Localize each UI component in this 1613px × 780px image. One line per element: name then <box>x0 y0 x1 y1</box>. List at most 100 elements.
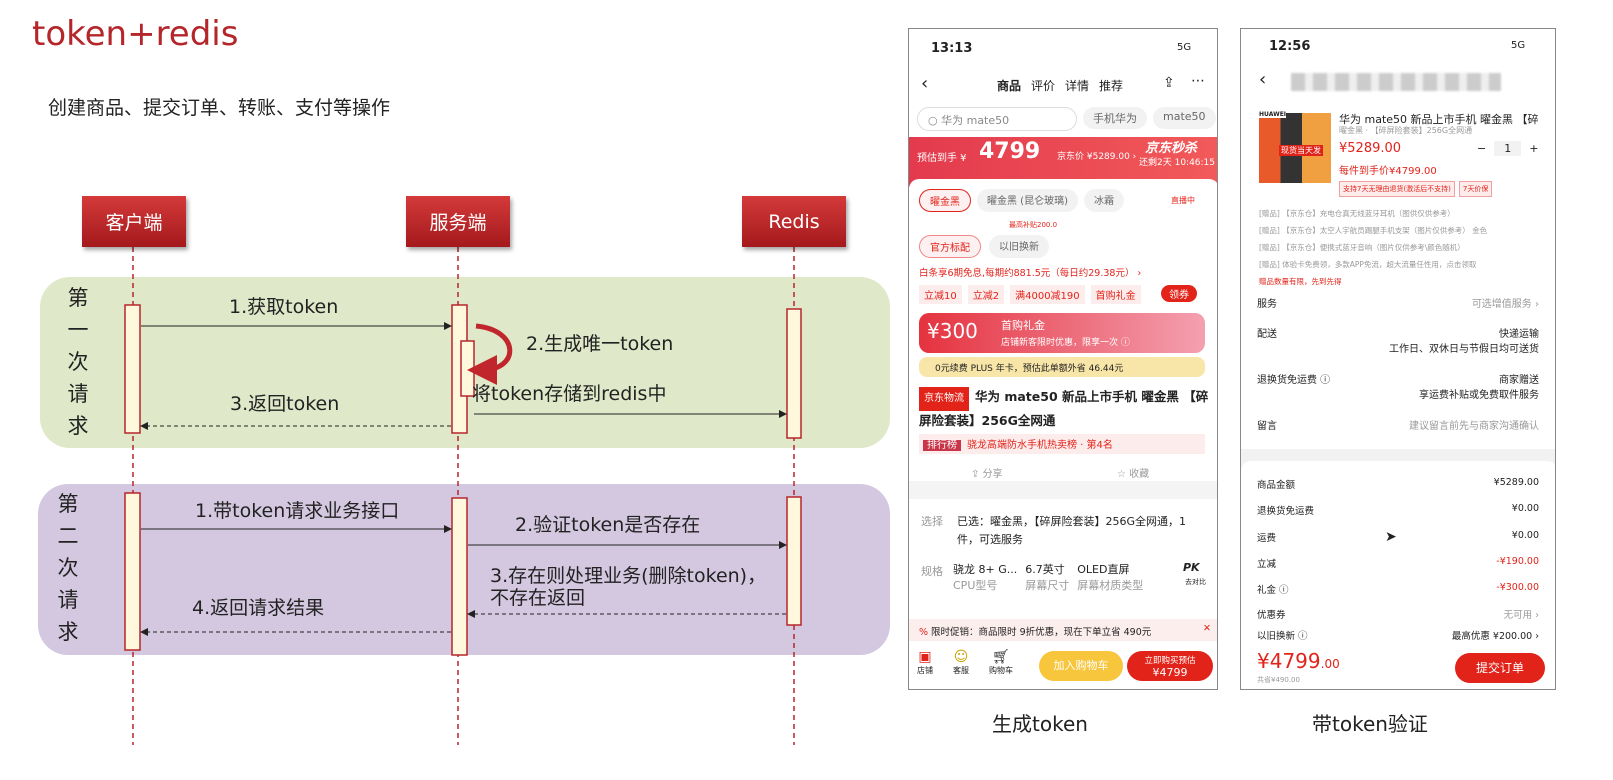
msg-label: 4.返回请求结果 <box>192 597 325 619</box>
variant-option[interactable]: 曜金黑 (昆仑玻璃) <box>977 189 1078 212</box>
coupon-row[interactable]: 优惠券无可用 › <box>1257 610 1539 621</box>
mouse-cursor-icon: ➤ <box>1385 529 1397 545</box>
share-button[interactable]: ⇪ 分享 <box>971 469 1003 480</box>
quantity-stepper[interactable]: −1+ <box>1477 141 1539 156</box>
blurred-address <box>1291 73 1501 91</box>
close-icon[interactable]: ✕ <box>1203 623 1211 634</box>
tab-reviews[interactable]: 评价 <box>1031 79 1056 93</box>
each-price: 每件到手价¥4799.00 <box>1339 166 1437 177</box>
status-time: 12:56 <box>1269 39 1311 54</box>
slide-title: token+redis <box>32 14 239 54</box>
saved-amount: 共省¥490.00 <box>1257 676 1300 684</box>
share-icon[interactable]: ⇪ <box>1163 75 1175 91</box>
coupon-tag: 立减2 <box>967 285 1005 304</box>
second-request-label: 第二次请求 <box>57 492 79 644</box>
nav-store[interactable]: ▣店铺 <box>917 649 933 675</box>
search-icon: ○ <box>928 114 942 127</box>
product-spec: 曜金黑 · 【碎屏险套装】256G全网通 <box>1339 126 1473 135</box>
activation <box>124 304 141 434</box>
plus-banner[interactable]: 0元续费 PLUS 年卡，预估此单额外省 46.44元 <box>919 357 1205 377</box>
favorite-button[interactable]: ☆ 收藏 <box>1117 469 1150 480</box>
more-icon[interactable]: ⋯ <box>1191 73 1205 89</box>
msg-label: 1.带token请求业务接口 <box>195 500 400 522</box>
activation <box>124 492 141 651</box>
caption-verify-token: 带token验证 <box>1312 712 1428 736</box>
coupon-tag: 满4000减190 <box>1010 285 1085 304</box>
rank-banner[interactable]: 排行榜骁龙高端防水手机热卖榜 · 第4名 <box>919 434 1205 454</box>
status-signal: 5G <box>1177 42 1192 53</box>
msg-label: 3.返回token <box>230 393 340 415</box>
summary-row: 运费¥0.00 <box>1257 530 1539 544</box>
coupon-tag: 立减10 <box>919 285 962 304</box>
spec-list[interactable]: 骁龙 8+ G...CPU型号 6.7英寸屏幕尺寸 OLED直屏屏幕材质类型 <box>953 563 1144 592</box>
activation <box>786 496 802 626</box>
nav-service[interactable]: ☺客服 <box>953 649 969 675</box>
variant-option[interactable]: 曜金黑 <box>919 189 971 212</box>
msg-label: 不存在返回 <box>490 587 586 609</box>
price-banner: 预估到手 ¥ 4799 京东价 ¥5289.00 › 京东秒杀 还剩2天 10:… <box>909 137 1217 187</box>
back-icon[interactable]: ‹ <box>1259 69 1267 90</box>
msg-label: 2.生成唯一token <box>526 333 674 355</box>
buy-now-button[interactable]: 立即购买预估¥4799 <box>1127 651 1213 681</box>
compare-button[interactable]: PK <box>1183 561 1200 574</box>
installment-info[interactable]: 白条享6期免息,每期约881.5元（每日约29.38元） › <box>919 268 1142 279</box>
claim-coupon-button[interactable]: 领券 <box>1161 285 1197 302</box>
search-chip[interactable]: 手机华为 <box>1083 107 1147 129</box>
nav-cart[interactable]: 🛒︎购物车 <box>989 649 1013 675</box>
msg-label: 2.验证token是否存在 <box>515 514 701 536</box>
coupon-tag: 首购礼金 <box>1090 285 1141 304</box>
msg-label: 将token存储到redis中 <box>472 383 667 405</box>
decrease-button: − <box>1477 142 1487 155</box>
subsidy-note: 最高补贴200.0 <box>1009 221 1058 229</box>
actor-server: 服务端 <box>406 196 510 247</box>
estimated-price: 4799 <box>979 139 1041 164</box>
compare-label: 去对比 <box>1185 578 1206 586</box>
self-call-arrow <box>467 323 513 385</box>
sequence-diagram <box>124 247 802 745</box>
unit-price: ¥5289.00 <box>1339 141 1402 156</box>
delivery-row[interactable]: 配送快递运输工作日、双休日与节假日均可送货 <box>1257 329 1539 355</box>
tab-product[interactable]: 商品 <box>997 79 1022 93</box>
actor-redis: Redis <box>742 196 846 247</box>
promo-bar: % 限时促销：商品限时 9折优惠，现在下单立省 490元✕ <box>909 619 1217 641</box>
gift-list: [赠品] 【京东仓】充电仓真无线蓝牙耳机（图供仅供参考）[赠品] 【京东仓】太空… <box>1259 209 1488 286</box>
search-chip[interactable]: mate50 <box>1153 107 1216 129</box>
back-icon[interactable]: ‹ <box>921 73 929 94</box>
summary-row: 商品金额¥5289.00 <box>1257 477 1539 491</box>
summary-row: 退换货免运费¥0.00 <box>1257 503 1539 517</box>
tab-recommend[interactable]: 推荐 <box>1099 79 1124 93</box>
service-tag: 7天价保 <box>1458 181 1493 197</box>
tab-bar: 商品 评价 详情 推荐 <box>997 77 1123 94</box>
activation <box>451 497 468 656</box>
product-title: 华为 mate50 新品上市手机 曜金黑 【碎 <box>1339 113 1539 126</box>
variant-option[interactable]: 冰霜 <box>1083 189 1124 212</box>
add-to-cart-button[interactable]: 加入购物车 <box>1039 651 1123 681</box>
summary-row: 礼金 ⓘ-¥300.00 <box>1257 582 1539 596</box>
first-request-label: 第一次请求 <box>67 286 89 438</box>
submit-order-button[interactable]: 提交订单 <box>1455 653 1545 683</box>
total-price: ¥4799.00 <box>1257 649 1340 673</box>
msg-label: 1.获取token <box>229 296 339 318</box>
note-row[interactable]: 留言建议留言前先与商家沟通确认 <box>1257 421 1539 432</box>
live-badge[interactable]: 直播中 <box>1171 196 1195 205</box>
phone-product-page: 13:13 5G ‹ 商品 评价 详情 推荐 ⇪ ⋯ ○ 华为 mate50 手… <box>908 28 1218 690</box>
service-tag: 支持7天无理由退货(激活后不支持) <box>1339 181 1455 197</box>
selected-variant[interactable]: 已选：曜金黑，【碎屏险套装】256G全网通，1件，可选服务 <box>957 515 1187 546</box>
select-label: 选择 <box>921 515 943 528</box>
tab-details[interactable]: 详情 <box>1065 79 1090 93</box>
activation <box>786 308 802 439</box>
msg-label: 3.存在则处理业务(删除token)， <box>490 565 767 587</box>
status-signal: 5G <box>1511 40 1526 51</box>
search-input[interactable]: ○ 华为 mate50 <box>917 107 1077 131</box>
spec-label: 规格 <box>921 565 943 578</box>
option-standard[interactable]: 官方标配 <box>919 235 981 258</box>
option-tradein[interactable]: 以旧换新 <box>989 235 1049 258</box>
increase-button: + <box>1529 142 1539 155</box>
slide-subtitle: 创建商品、提交订单、转账、支付等操作 <box>48 97 391 119</box>
status-time: 13:13 <box>931 41 973 56</box>
service-row[interactable]: 服务可选增值服务 › <box>1257 299 1539 310</box>
